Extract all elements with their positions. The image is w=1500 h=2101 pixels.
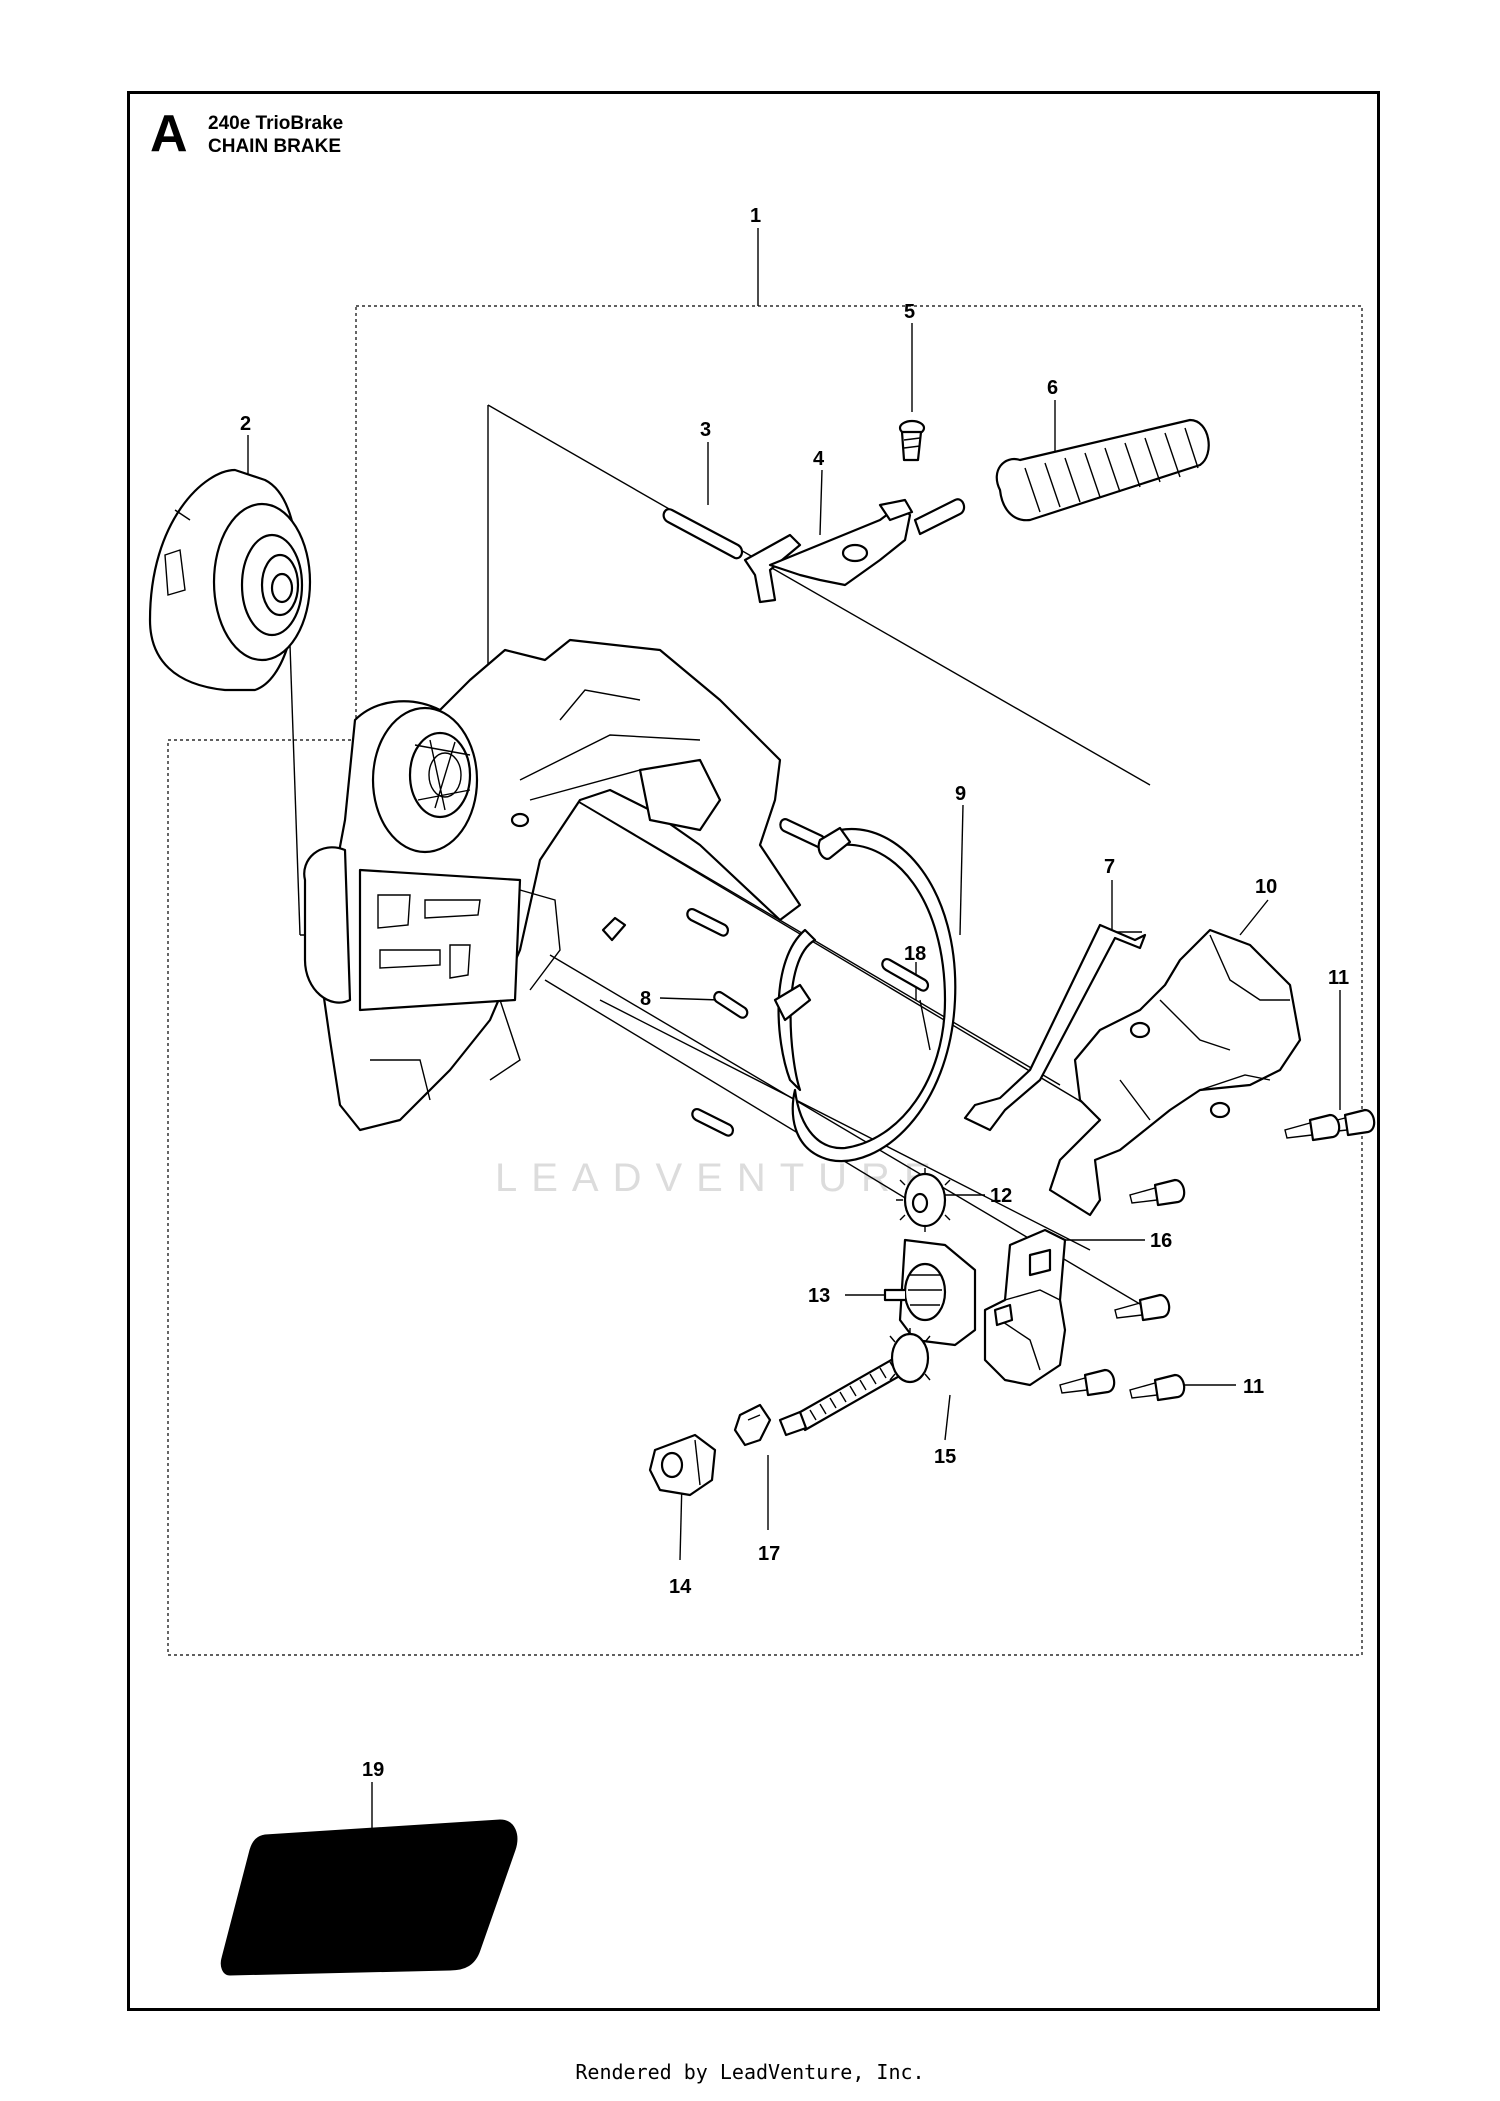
callout-16: 16 — [1150, 1230, 1172, 1252]
footer-credit: Rendered by LeadVenture, Inc. — [575, 2060, 925, 2084]
gear-part-12 — [896, 1168, 951, 1232]
callout-11-bottom: 11 — [1243, 1376, 1264, 1398]
callout-15: 15 — [934, 1446, 956, 1468]
callout-11-top: 11 — [1328, 967, 1349, 989]
callout-4: 4 — [813, 448, 825, 470]
callout-17: 17 — [758, 1543, 780, 1565]
brake-housing-part-10 — [1048, 928, 1302, 1217]
clutch-cover-part — [148, 468, 312, 692]
spring-rod-part — [963, 923, 1147, 1132]
model-name: 240e TrioBrake — [208, 113, 344, 134]
clip-part-17 — [733, 1403, 772, 1447]
callout-labels: 1 2 3 4 5 6 7 8 9 10 11 12 13 14 15 16 1… — [240, 205, 1349, 1781]
brake-lever-part — [743, 498, 966, 604]
callout-19: 19 — [362, 1759, 384, 1781]
callout-13: 13 — [808, 1285, 830, 1307]
adjuster-housing-part-16 — [983, 1228, 1067, 1387]
callout-5: 5 — [904, 301, 915, 323]
watermark: LEADVENTURE — [495, 1156, 945, 1200]
spring-part — [995, 418, 1210, 522]
nut-part-14 — [648, 1433, 717, 1497]
callout-1: 1 — [750, 205, 761, 227]
callout-10: 10 — [1255, 876, 1277, 898]
pin-part — [662, 508, 744, 560]
decal-part-19 — [220, 1819, 518, 1976]
gear-part-13 — [883, 1238, 977, 1347]
callout-2: 2 — [240, 413, 251, 435]
assembly-name: CHAIN BRAKE — [208, 136, 341, 157]
callout-9: 9 — [955, 783, 966, 805]
screw-part-5 — [898, 419, 926, 462]
small-pin-part-8 — [713, 990, 749, 1019]
callout-8: 8 — [640, 988, 651, 1010]
callout-3: 3 — [700, 419, 711, 441]
chain-brake-housing-part — [303, 638, 802, 1132]
callout-12: 12 — [990, 1185, 1012, 1207]
callout-18: 18 — [904, 943, 926, 965]
screws-part-11 — [1059, 1108, 1376, 1402]
brake-band-part — [773, 826, 957, 1163]
diagram-frame — [127, 91, 1380, 2011]
section-letter: A — [150, 105, 188, 163]
callout-7: 7 — [1104, 856, 1115, 878]
callout-6: 6 — [1047, 377, 1058, 399]
callout-14: 14 — [669, 1576, 692, 1598]
adjusting-screw-part-15 — [778, 1328, 931, 1437]
